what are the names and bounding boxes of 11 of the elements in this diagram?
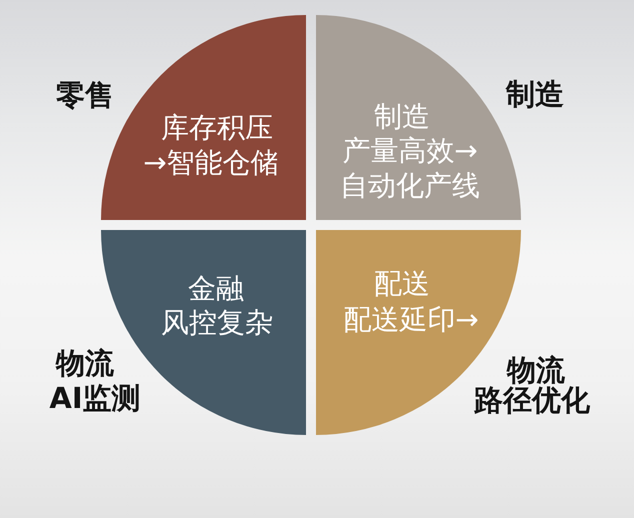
quadrant-text: 库存积压→智能仓储 — [142, 110, 280, 180]
category-label: 制造 — [504, 77, 565, 111]
quadrant-title: 金融 — [187, 270, 245, 306]
category-label: AI监测 — [48, 381, 142, 415]
category-label: 物流 — [54, 346, 115, 380]
category-label: 零售 — [55, 78, 115, 112]
quadrant-title: 配送 — [373, 266, 431, 300]
quadrant-title: 制造 — [373, 98, 431, 134]
quadrant-text: 产量高效→自动化产线 — [339, 132, 481, 202]
quadrant-text: 风控复杂 — [160, 304, 274, 340]
quadrant-text: 配送延印→ — [342, 302, 480, 336]
